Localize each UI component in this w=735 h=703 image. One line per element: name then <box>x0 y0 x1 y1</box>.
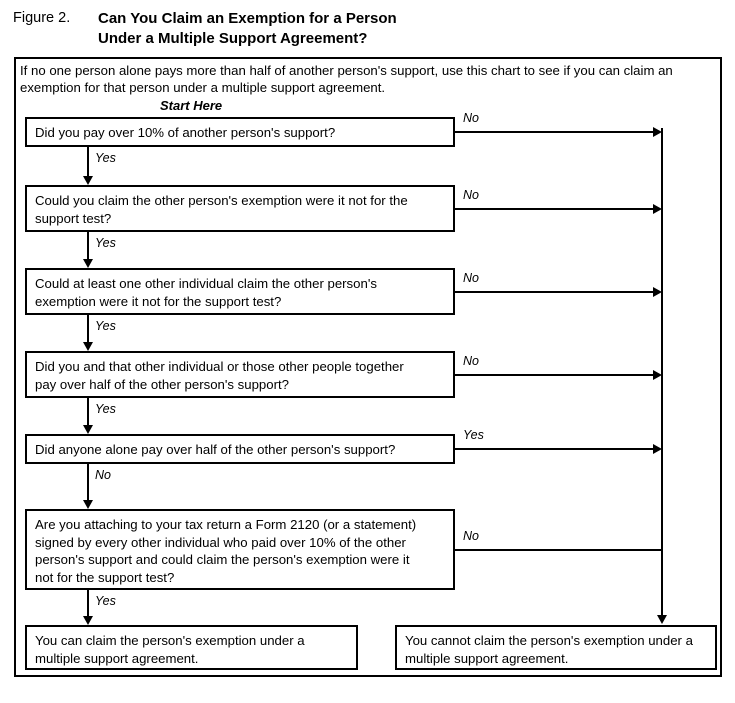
q3-line1: Could at least one other individual clai… <box>35 276 377 291</box>
connector-q2-right <box>455 208 655 210</box>
connector-q5-q6 <box>87 464 89 503</box>
connector-q2-q3 <box>87 232 89 262</box>
connector-q6-right <box>455 549 662 551</box>
branch-label-q3-down: Yes <box>95 319 116 333</box>
branch-label-q6-down: Yes <box>95 594 116 608</box>
arrow-q1-q2 <box>83 176 93 185</box>
decision-box-q5: Did anyone alone pay over half of the ot… <box>25 434 455 464</box>
q4-line1: Did you and that other individual or tho… <box>35 359 404 374</box>
arrow-q2-q3 <box>83 259 93 268</box>
q5-line1: Did anyone alone pay over half of the ot… <box>35 442 396 457</box>
start-here-label: Start Here <box>160 98 223 113</box>
decision-box-q1: Did you pay over 10% of another person's… <box>25 117 455 147</box>
outcome-yes-line1: You can claim the person's exemption und… <box>35 633 305 648</box>
branch-label-q1-down: Yes <box>95 151 116 165</box>
terminal-box-outcome-no: You cannot claim the person's exemption … <box>395 625 717 670</box>
intro-text: If no one person alone pays more than ha… <box>20 63 673 95</box>
decision-box-q6: Are you attaching to your tax return a F… <box>25 509 455 590</box>
arrow-q3-right <box>653 287 662 297</box>
figure-title-line1: Can You Claim an Exemption for a Person <box>98 10 397 27</box>
arrow-q5-right <box>653 444 662 454</box>
right-trunk-line <box>661 128 663 618</box>
connector-q1-right <box>455 131 655 133</box>
branch-label-q5-down: No <box>95 468 111 482</box>
arrow-q5-q6 <box>83 500 93 509</box>
q2-line2: support test? <box>35 210 112 226</box>
connector-q1-q2 <box>87 147 89 179</box>
arrow-trunk-outcome-no <box>657 615 667 624</box>
figure-label: Figure 2. <box>13 10 71 26</box>
connector-q4-right <box>455 374 655 376</box>
connector-q3-right <box>455 291 655 293</box>
branch-label-q5-right: Yes <box>463 428 484 442</box>
decision-box-q4: Did you and that other individual or tho… <box>25 351 455 398</box>
arrow-q4-right <box>653 370 662 380</box>
decision-box-q2: Could you claim the other person's exemp… <box>25 185 455 232</box>
outcome-no-line1: You cannot claim the person's exemption … <box>405 633 693 648</box>
outcome-yes-line2: multiple support agreement. <box>35 650 199 666</box>
arrow-q6-outcome-yes <box>83 616 93 625</box>
q3-line2: exemption were it not for the support te… <box>35 293 282 309</box>
connector-q5-right <box>455 448 655 450</box>
connector-q4-q5 <box>87 398 89 428</box>
branch-label-q4-down: Yes <box>95 402 116 416</box>
arrow-q1-right <box>653 127 662 137</box>
branch-label-q6-right: No <box>463 529 479 543</box>
q2-line1: Could you claim the other person's exemp… <box>35 193 408 208</box>
figure-title-line2: Under a Multiple Support Agreement? <box>98 30 368 47</box>
outcome-no-line2: multiple support agreement. <box>405 650 569 666</box>
q6-line1: Are you attaching to your tax return a F… <box>35 517 417 532</box>
q4-line2: pay over half of the other person's supp… <box>35 376 289 392</box>
q6-line3: person's support and could claim the per… <box>35 552 410 567</box>
branch-label-q1-right: No <box>463 111 479 125</box>
terminal-box-outcome-yes: You can claim the person's exemption und… <box>25 625 358 670</box>
arrow-q3-q4 <box>83 342 93 351</box>
arrow-q4-q5 <box>83 425 93 434</box>
connector-q6-outcome-yes <box>87 590 89 619</box>
q6-line4: not for the support test? <box>35 569 175 585</box>
branch-label-q2-down: Yes <box>95 236 116 250</box>
figure-title: Can You Claim an Exemption for a Person … <box>98 9 558 49</box>
branch-label-q3-right: No <box>463 271 479 285</box>
branch-label-q4-right: No <box>463 354 479 368</box>
q6-line2: signed by every other individual who pai… <box>35 534 406 550</box>
decision-box-q3: Could at least one other individual clai… <box>25 268 455 315</box>
connector-q3-q4 <box>87 315 89 345</box>
branch-label-q2-right: No <box>463 188 479 202</box>
q1-line1: Did you pay over 10% of another person's… <box>35 125 336 140</box>
arrow-q2-right <box>653 204 662 214</box>
